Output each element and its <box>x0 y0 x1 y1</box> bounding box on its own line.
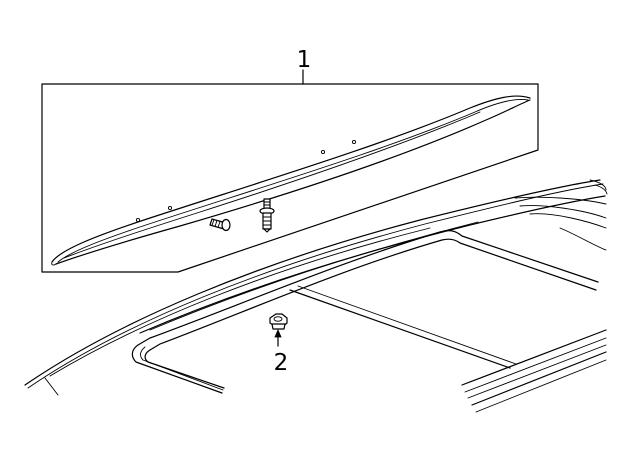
callout-number-2: 2 <box>274 350 289 376</box>
screw-icon <box>209 218 231 232</box>
vehicle-roof <box>24 179 608 413</box>
stud-icon <box>259 198 275 233</box>
roof-rack-rail <box>51 95 531 266</box>
callout-1-box <box>41 69 539 273</box>
nut-icon <box>269 313 288 330</box>
callout-number-1: 1 <box>297 47 312 73</box>
callout-2-arrow <box>274 328 282 347</box>
